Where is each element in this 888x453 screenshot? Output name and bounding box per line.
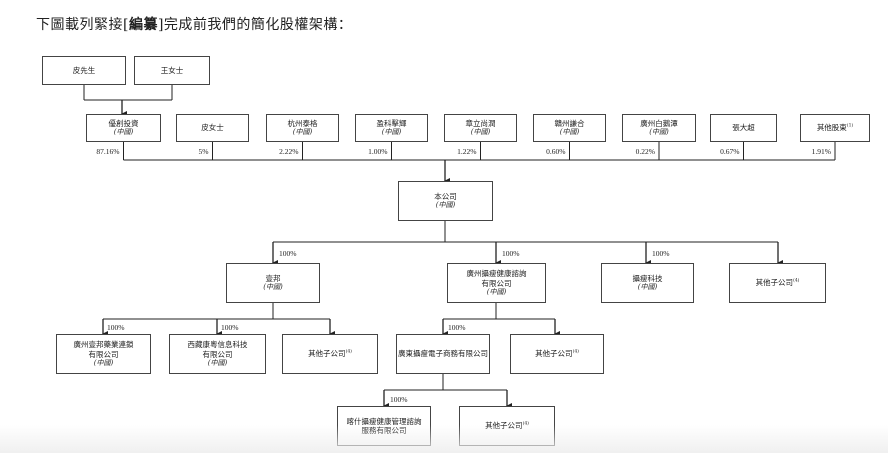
entity-jurisdiction: (中國) [470,128,491,137]
entity-jurisdiction: (中國) [263,283,283,292]
entity-name: 廣州攝瘦健康諮詢 有限公司 [466,269,527,288]
shareholder-box: 皮女士 [176,114,249,142]
entity-name: 皮先生 [72,65,96,75]
ownership-percentage: 100% [448,323,466,332]
entity-name: 杭州泰格 [287,118,318,128]
ownership-percentage: 87.16% [96,147,120,156]
subsidiary-box: 其他子公司(4) [729,263,826,303]
intro-bold: 編纂 [128,17,158,33]
footnote-mark: (1) [846,123,854,129]
entity-name: 章立尚潤 [465,118,496,128]
ownership-percentage: 2.22% [279,147,299,156]
subsidiary-box: 其他子公司(4) [282,334,378,374]
entity-name: 攝瘦科技 [632,273,663,283]
subsidiary-box: 廣東攝瘦電子商務有限公司 [396,334,490,374]
subsidiary-box: 攝瘦科技(中國) [601,263,694,303]
entity-jurisdiction: (中國) [93,359,114,367]
individual-box: 王女士 [134,56,210,85]
entity-jurisdiction: (中國) [637,283,658,292]
ownership-percentage: 100% [390,395,408,404]
subsidiary-box: 西藏康粵信息科技 有限公司(中國) [169,334,266,374]
entity-name: 本公司 [434,191,457,201]
entity-jurisdiction: (中國) [559,128,580,137]
entity-jurisdiction: (中國) [113,128,134,137]
shareholder-box: 廣州白鵝潭(中國) [622,114,696,142]
shareholder-box: 其他股東(1) [800,114,870,142]
footnote-mark: (4) [345,349,352,355]
ownership-percentage: 0.67% [720,147,740,156]
entity-name: 張大超 [732,123,755,133]
entity-name: 其他股東(1) [816,123,854,133]
shareholder-box: 優創投資(中國) [86,114,161,142]
entity-name: 贛州謙合 [554,118,585,128]
ownership-percentage: 100% [279,249,297,258]
entity-jurisdiction: (中國) [381,128,402,137]
entity-name: 西藏康粵信息科技 有限公司 [187,340,248,359]
entity-name: 廣州壹邦藥業連鎖 有限公司 [73,340,134,359]
ownership-percentage: 100% [107,323,125,332]
entity-name: 皮女士 [201,123,224,133]
subsidiary-box: 壹邦(中國) [226,263,320,303]
subsidiary-box: 廣州壹邦藥業連鎖 有限公司(中國) [56,334,151,374]
footnote-mark: (4) [793,278,800,284]
entity-jurisdiction: (中國) [486,288,507,296]
entity-name: 王女士 [160,65,184,75]
entity-jurisdiction: (中國) [435,201,456,210]
entity-jurisdiction: (中國) [649,128,669,137]
footnote-mark: (4) [572,349,579,355]
shareholder-box: 杭州泰格(中國) [266,114,339,142]
shareholder-box: 贛州謙合(中國) [533,114,606,142]
subsidiary-box: 其他子公司(4) [510,334,604,374]
entity-name: 其他子公司(4) [308,349,352,359]
ownership-percentage: 100% [652,249,670,258]
ownership-percentage: 1.91% [811,147,831,156]
ownership-percentage: 5% [198,147,209,156]
shareholder-box: 張大超 [710,114,777,142]
entity-jurisdiction: (中國) [207,359,228,367]
intro-prefix: 下圖載列緊接[ [36,17,129,33]
ownership-percentage: 100% [221,323,239,332]
shareholder-box: 盈科擊輝(中國) [355,114,428,142]
bottom-fade [0,425,888,453]
ownership-percentage: 0.60% [546,147,566,156]
ownership-percentage: 0.22% [635,147,655,156]
intro-text: 下圖載列緊接[編纂]完成前我們的簡化股權架構： [36,14,352,34]
entity-name: 其他子公司(4) [535,349,579,359]
entity-name: 優創投資 [108,118,139,128]
entity-name: 壹邦 [265,273,281,283]
intro-suffix: ]完成前我們的簡化股權架構： [157,17,353,33]
entity-jurisdiction: (中國) [292,128,313,137]
entity-name: 其他子公司(4) [755,278,800,288]
entity-name: 廣州白鵝潭 [640,118,678,128]
ownership-percentage: 100% [502,249,520,258]
subsidiary-box: 廣州攝瘦健康諮詢 有限公司(中國) [447,263,546,303]
entity-name: 廣東攝瘦電子商務有限公司 [398,349,488,359]
shareholder-box: 章立尚潤(中國) [444,114,517,142]
ownership-percentage: 1.00% [368,147,388,156]
individual-box: 皮先生 [42,56,126,85]
entity-name: 盈科擊輝 [376,118,407,128]
footnote-mark: (4) [523,422,529,427]
ownership-percentage: 1.22% [457,147,477,156]
company-box: 本公司(中國) [398,181,493,221]
